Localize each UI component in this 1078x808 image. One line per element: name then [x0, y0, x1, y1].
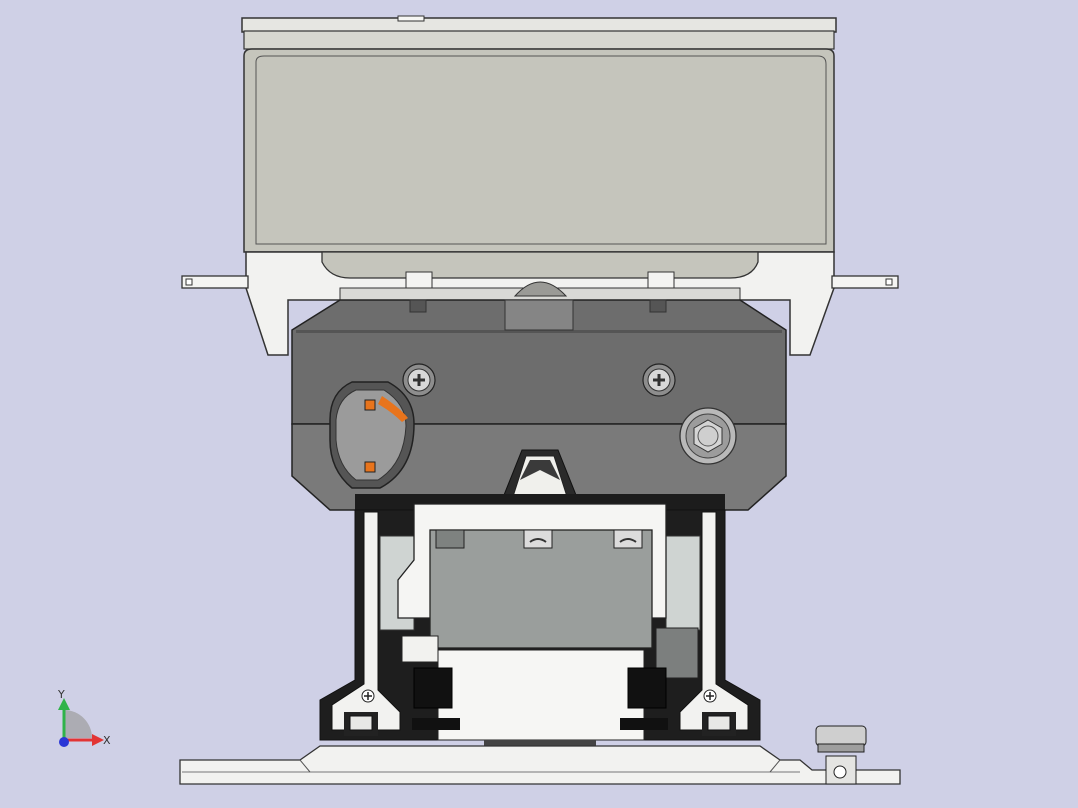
y-axis-arrow [58, 698, 70, 710]
knob-orange-indicator [378, 396, 408, 422]
right-tab-slot [885, 278, 893, 286]
contact-insert [429, 529, 653, 649]
bottom-right-screw[interactable] [702, 689, 736, 736]
triad-arc [64, 710, 92, 738]
right-spring-block [627, 667, 667, 709]
knob-lower-marker [364, 461, 376, 473]
left-screw[interactable] [402, 363, 436, 397]
right-wall-white [679, 511, 749, 731]
din-clip-bolt[interactable] [815, 725, 867, 785]
left-mount-tab[interactable] [181, 275, 249, 289]
lower-chamber [437, 649, 645, 741]
coordinate-triad: Y X [57, 688, 111, 747]
cover-rim-band [243, 30, 835, 50]
right-screw[interactable] [642, 363, 676, 397]
lower-body[interactable] [319, 494, 761, 748]
base-plate[interactable] [179, 725, 901, 785]
top-cover[interactable] [241, 15, 837, 253]
right-recess [649, 299, 667, 313]
y-axis-label: Y [57, 688, 65, 701]
housing-cutout-curve [321, 251, 759, 279]
top-center-recess [504, 299, 574, 331]
left-spring-block [413, 667, 453, 709]
bottom-channel-left [412, 718, 460, 730]
x-axis-label: X [103, 734, 111, 747]
white-housing[interactable] [181, 251, 899, 356]
right-mount-tab[interactable] [831, 275, 899, 289]
block-top-strip [296, 330, 782, 333]
cover-top-rim-notch [397, 15, 425, 22]
cover-inner-face [255, 55, 827, 245]
rotary-adjustment-knob[interactable] [329, 381, 415, 489]
right-inner-panel [665, 535, 701, 631]
base-plate-body [179, 745, 901, 785]
x-axis-arrow [92, 734, 104, 746]
left-recess [409, 299, 427, 313]
left-tab-slot [185, 278, 193, 286]
center-dome [513, 281, 568, 297]
bottom-slot [484, 740, 596, 748]
bottom-channel-right [620, 718, 668, 730]
insert-top-tab-left [435, 529, 465, 549]
left-wall-white [331, 511, 401, 731]
left-actuator-white [401, 635, 439, 663]
cover-top-rim [241, 17, 837, 33]
main-block[interactable] [291, 299, 787, 511]
hex-bolt[interactable] [679, 407, 737, 465]
bottom-left-screw[interactable] [344, 689, 378, 736]
z-axis-dot [59, 737, 69, 747]
knob-upper-marker [364, 399, 376, 411]
